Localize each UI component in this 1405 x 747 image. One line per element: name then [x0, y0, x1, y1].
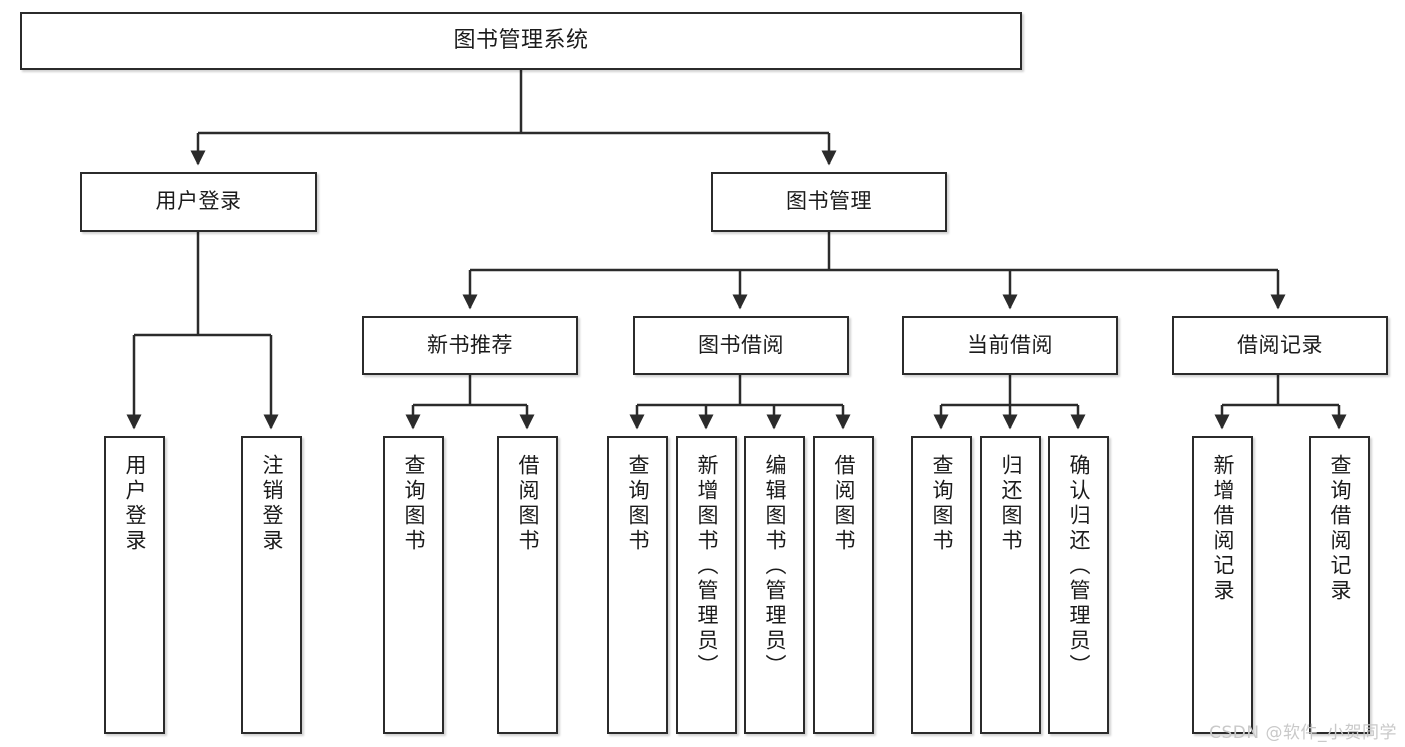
leaf-user-login[interactable]: 用户登录 — [104, 436, 165, 734]
leaf-record-query[interactable]: 查询借阅记录 — [1309, 436, 1370, 734]
node-label: 用户登录 — [123, 454, 147, 554]
node-label: 图书借阅 — [698, 332, 784, 357]
node-label: 图书管理系统 — [453, 27, 589, 53]
leaf-borrow-add-book[interactable]: 新增图书（管理员） — [676, 436, 737, 734]
node-label: 注销登录 — [260, 454, 284, 554]
node-label: 新书推荐 — [427, 332, 513, 357]
node-label: 当前借阅 — [967, 332, 1053, 357]
node-label: 查询图书 — [930, 454, 954, 554]
node-current-borrow[interactable]: 当前借阅 — [902, 316, 1118, 375]
leaf-borrow-query-book[interactable]: 查询图书 — [607, 436, 668, 734]
leaf-user-logout[interactable]: 注销登录 — [241, 436, 302, 734]
node-label: 查询图书 — [626, 454, 650, 554]
node-label: 查询借阅记录 — [1328, 454, 1352, 604]
node-label: 图书管理 — [786, 189, 872, 214]
leaf-record-add[interactable]: 新增借阅记录 — [1192, 436, 1253, 734]
node-root-system[interactable]: 图书管理系统 — [20, 12, 1022, 70]
leaf-new-book-query[interactable]: 查询图书 — [383, 436, 444, 734]
node-label: 借阅图书 — [832, 454, 856, 554]
leaf-borrow-borrow-book[interactable]: 借阅图书 — [813, 436, 874, 734]
node-label: 借阅记录 — [1237, 332, 1323, 357]
leaf-borrow-edit-book[interactable]: 编辑图书（管理员） — [744, 436, 805, 734]
node-label: 借阅图书 — [516, 454, 540, 554]
node-label: 归还图书 — [999, 454, 1023, 554]
node-book-borrow[interactable]: 图书借阅 — [633, 316, 849, 375]
watermark: CSDN @软件_小贺同学 — [1209, 723, 1397, 743]
node-label: 确认归还（管理员） — [1067, 454, 1091, 679]
node-borrow-record[interactable]: 借阅记录 — [1172, 316, 1388, 375]
node-label: 新增借阅记录 — [1211, 454, 1235, 604]
node-new-book-recommend[interactable]: 新书推荐 — [362, 316, 578, 375]
node-label: 查询图书 — [402, 454, 426, 554]
node-label: 编辑图书（管理员） — [763, 454, 787, 679]
node-label: 用户登录 — [155, 189, 242, 214]
node-user-login[interactable]: 用户登录 — [80, 172, 317, 232]
leaf-current-confirm-return[interactable]: 确认归还（管理员） — [1048, 436, 1109, 734]
leaf-new-book-borrow[interactable]: 借阅图书 — [497, 436, 558, 734]
leaf-current-query-book[interactable]: 查询图书 — [911, 436, 972, 734]
node-book-management[interactable]: 图书管理 — [711, 172, 947, 232]
leaf-current-return-book[interactable]: 归还图书 — [980, 436, 1041, 734]
node-label: 新增图书（管理员） — [695, 454, 719, 679]
